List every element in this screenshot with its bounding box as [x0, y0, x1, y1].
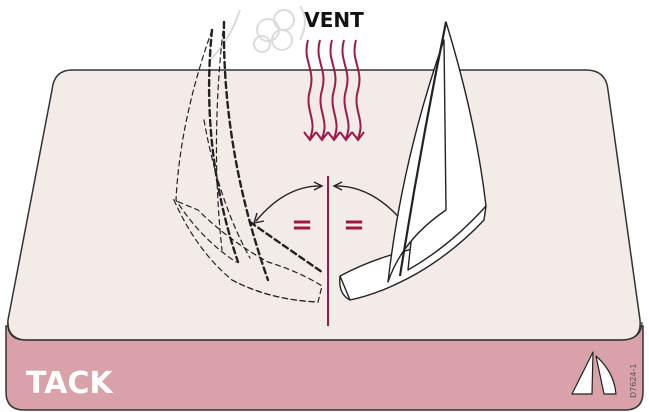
equal-sign-right: = [343, 210, 365, 240]
equal-sign-left: = [291, 210, 313, 240]
wind-label: VENT [304, 8, 364, 32]
panel-front-face [5, 325, 644, 411]
panel-top-face [7, 69, 641, 341]
panel-edge [7, 321, 643, 341]
dashed-boat-left [172, 20, 324, 303]
solid-boat-right [339, 21, 487, 301]
wind-arrows-icon [303, 39, 365, 142]
sailboat-icon [571, 351, 617, 395]
diagram-code: D7624-1 [629, 364, 638, 399]
watermark-logo-icon [209, 5, 306, 61]
mode-label: TACK [26, 366, 114, 401]
